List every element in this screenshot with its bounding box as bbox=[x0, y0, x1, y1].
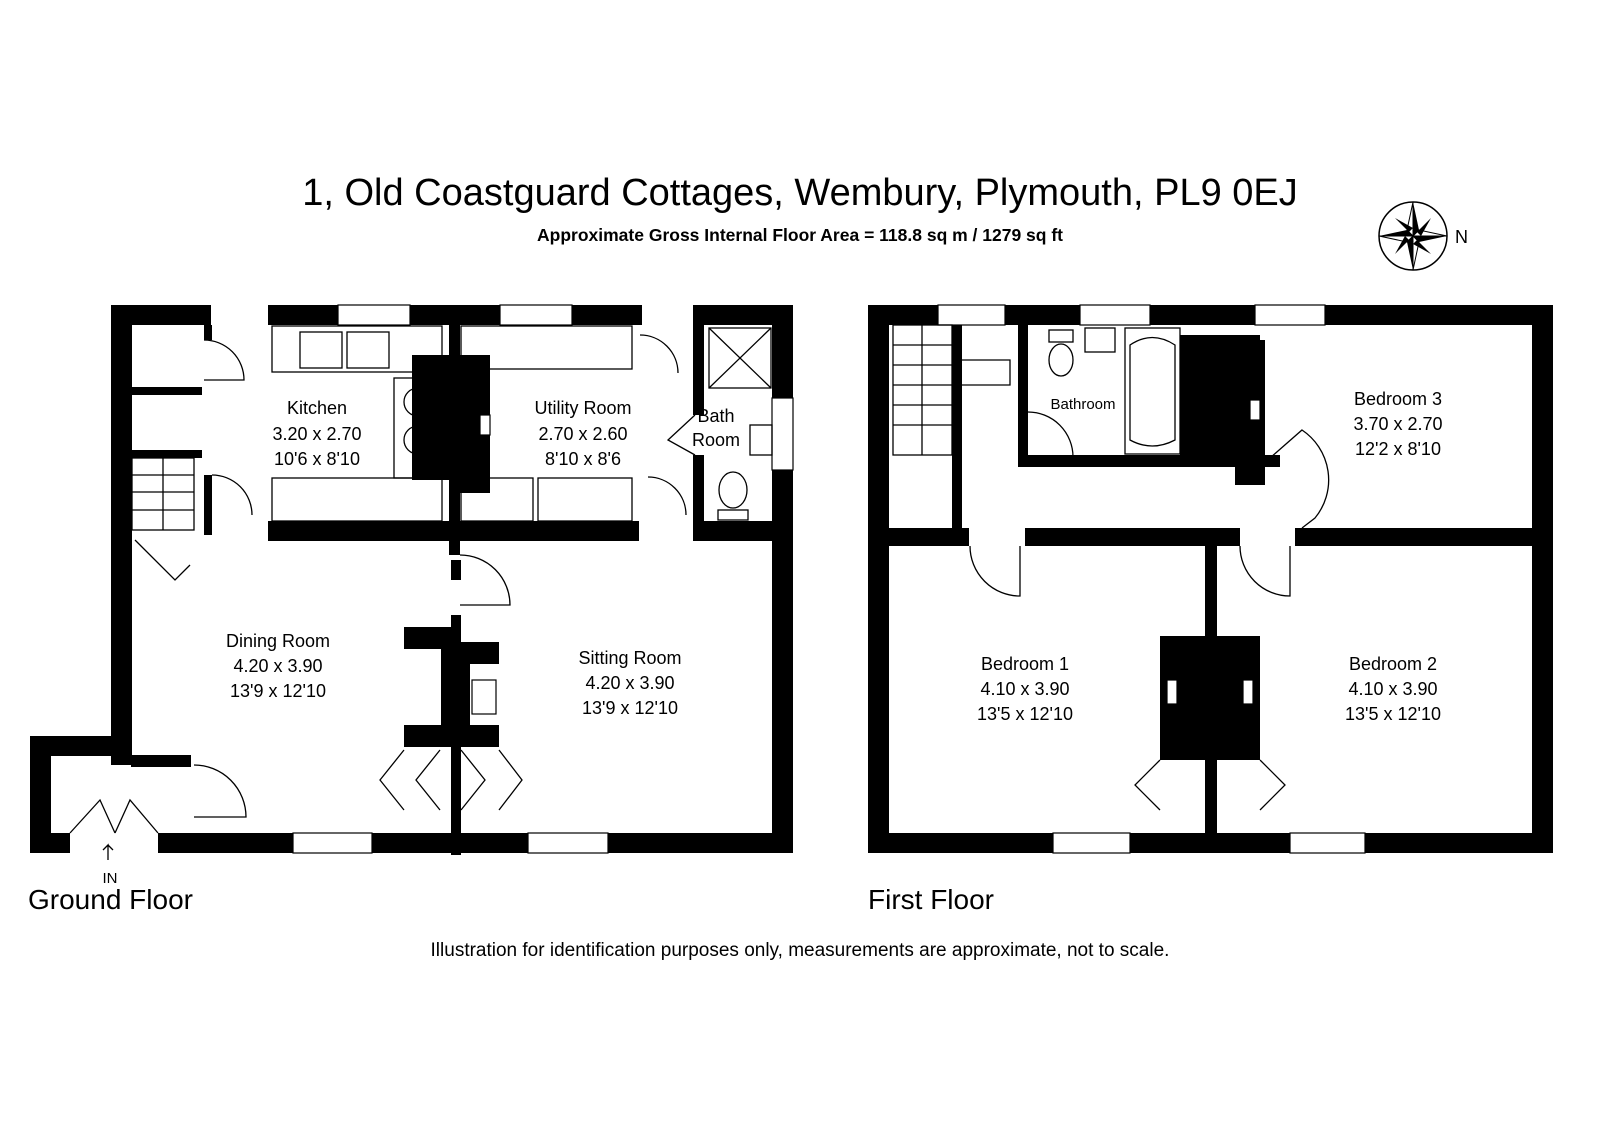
bedroom1-metric: 4.10 x 3.90 bbox=[980, 679, 1069, 699]
entrance-label: IN bbox=[103, 870, 118, 887]
first-floor-plan bbox=[868, 304, 1553, 854]
dining-room-imperial: 13'9 x 12'10 bbox=[230, 681, 326, 701]
floor-area-subtitle: Approximate Gross Internal Floor Area = … bbox=[537, 225, 1063, 245]
bedroom1-name: Bedroom 1 bbox=[981, 654, 1069, 674]
compass-north-label: N bbox=[1455, 227, 1468, 247]
bedroom2-name: Bedroom 2 bbox=[1349, 654, 1437, 674]
utility-room-imperial: 8'10 x 8'6 bbox=[545, 449, 621, 469]
dining-room-metric: 4.20 x 3.90 bbox=[233, 656, 322, 676]
bedroom3-name: Bedroom 3 bbox=[1354, 389, 1442, 409]
kitchen-name: Kitchen bbox=[287, 398, 347, 418]
kitchen-imperial: 10'6 x 8'10 bbox=[274, 449, 360, 469]
page-title: 1, Old Coastguard Cottages, Wembury, Ply… bbox=[302, 172, 1298, 214]
compass-icon bbox=[1378, 201, 1448, 271]
utility-room-name: Utility Room bbox=[534, 398, 631, 418]
utility-room-metric: 2.70 x 2.60 bbox=[538, 424, 627, 444]
bedroom2-metric: 4.10 x 3.90 bbox=[1348, 679, 1437, 699]
bath-room-name-line2: Room bbox=[692, 430, 740, 450]
ground-floor-plan bbox=[30, 304, 794, 860]
first-floor-label: First Floor bbox=[868, 884, 994, 915]
dining-room-name: Dining Room bbox=[226, 631, 330, 651]
bedroom1-imperial: 13'5 x 12'10 bbox=[977, 704, 1073, 724]
bedroom3-imperial: 12'2 x 8'10 bbox=[1355, 439, 1441, 459]
sitting-room-imperial: 13'9 x 12'10 bbox=[582, 698, 678, 718]
bedroom2-imperial: 13'5 x 12'10 bbox=[1345, 704, 1441, 724]
bath-room-name-line1: Bath bbox=[697, 406, 734, 426]
sitting-room-name: Sitting Room bbox=[578, 648, 681, 668]
disclaimer-text: Illustration for identification purposes… bbox=[430, 940, 1170, 961]
sitting-room-metric: 4.20 x 3.90 bbox=[585, 673, 674, 693]
kitchen-metric: 3.20 x 2.70 bbox=[272, 424, 361, 444]
bathroom-name: Bathroom bbox=[1050, 396, 1115, 413]
ground-floor-label: Ground Floor bbox=[28, 884, 193, 915]
bedroom3-metric: 3.70 x 2.70 bbox=[1353, 414, 1442, 434]
